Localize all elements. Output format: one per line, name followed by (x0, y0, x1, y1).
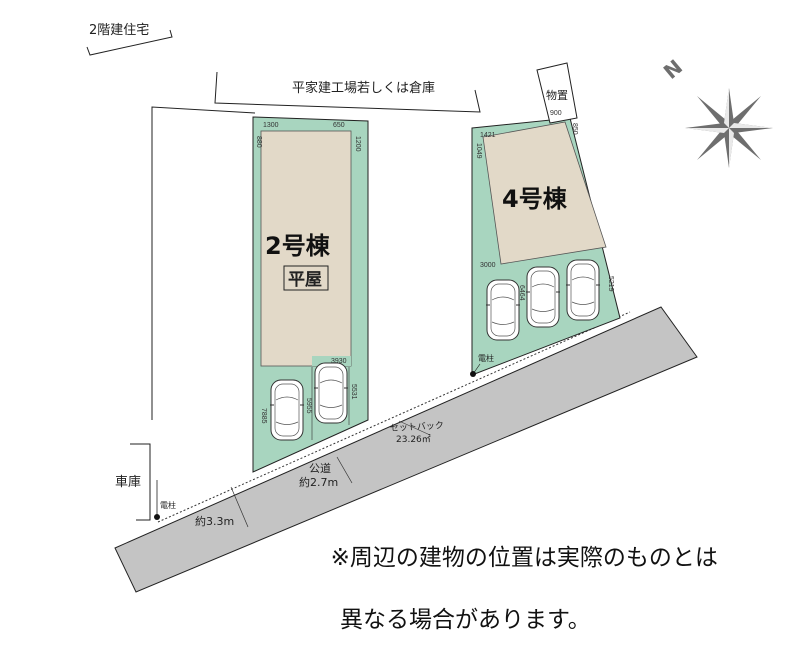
lot-4: 4号棟 1421 1049 850 3000 6464 5219 (471, 117, 621, 376)
setback-area: 23.26㎡ (396, 434, 431, 445)
setback-line (157, 311, 631, 523)
car-icon (269, 379, 305, 441)
lot-4-building (482, 121, 607, 265)
utility-pole-lot-4: 電柱 (470, 353, 494, 377)
disclaimer-line-2: 異なる場合があります。 (340, 607, 591, 633)
dimension-label: 880 (255, 136, 262, 148)
dimension-label: 3000 (480, 262, 496, 269)
dimension-label: 5955 (305, 398, 312, 414)
neighbor-one-story-label: 平家建工場若しくは倉庫 (292, 80, 435, 96)
road-annotations: セットバック 23.26㎡ 公道 約2.7m 約3.3m (195, 420, 444, 528)
lot-2-type: 平屋 (288, 270, 322, 290)
neighbor-one-story-building: 平家建工場若しくは倉庫 (214, 71, 481, 113)
dimension-label: 1300 (263, 122, 279, 129)
north-label: N (659, 55, 687, 84)
lot-2: 2号棟 平屋 1300 650 880 1200 3930 5531 5955 … (252, 116, 369, 473)
utility-pole-label: 電柱 (160, 500, 176, 510)
car-icon (485, 279, 521, 341)
storage-shed: 物置 900 (536, 62, 578, 124)
lot-2-building (260, 130, 352, 367)
neighbor-two-story-label: 2階建住宅 (89, 23, 149, 38)
site-plan: 2階建住宅 平家建工場若しくは倉庫 2号棟 平屋 1300 650 880 12… (86, 23, 773, 593)
disclaimer-line-1: ※周辺の建物の位置は実際のものとは (330, 545, 718, 571)
car-icon (565, 259, 601, 321)
storage-label: 物置 (546, 88, 568, 102)
compass-rose-icon: N (659, 55, 773, 168)
setback-label: セットバック (390, 420, 445, 434)
dimension-label: 6464 (518, 285, 525, 301)
lot-4-name: 4号棟 (502, 185, 568, 213)
left-parcel-outline (151, 106, 256, 420)
road-width-total: 約3.3m (195, 514, 234, 528)
public-road-label: 公道 (309, 461, 331, 475)
dimension-label: 850 (571, 123, 578, 135)
dimension-label: 3930 (331, 358, 347, 365)
dimension-label: 1049 (475, 143, 482, 159)
garage: 車庫 電柱 (115, 443, 176, 521)
dimension-label: 650 (333, 122, 345, 129)
dimension-label: 1421 (480, 132, 496, 139)
dimension-label: 7885 (260, 408, 267, 424)
dimension-label: 5531 (350, 384, 357, 400)
car-icon (525, 266, 561, 328)
utility-pole-label: 電柱 (478, 353, 494, 363)
dimension-label: 900 (550, 110, 562, 117)
garage-label: 車庫 (115, 475, 141, 490)
dimension-label: 5219 (607, 276, 614, 292)
road (114, 306, 698, 593)
disclaimer-note: ※周辺の建物の位置は実際のものとは 異なる場合があります。 (316, 512, 718, 667)
dimension-label: 1200 (354, 136, 361, 152)
car-icon (313, 362, 349, 424)
neighbor-two-story-house: 2階建住宅 (86, 23, 173, 56)
lot-2-name: 2号棟 (265, 232, 331, 260)
public-road-width: 約2.7m (299, 475, 338, 489)
